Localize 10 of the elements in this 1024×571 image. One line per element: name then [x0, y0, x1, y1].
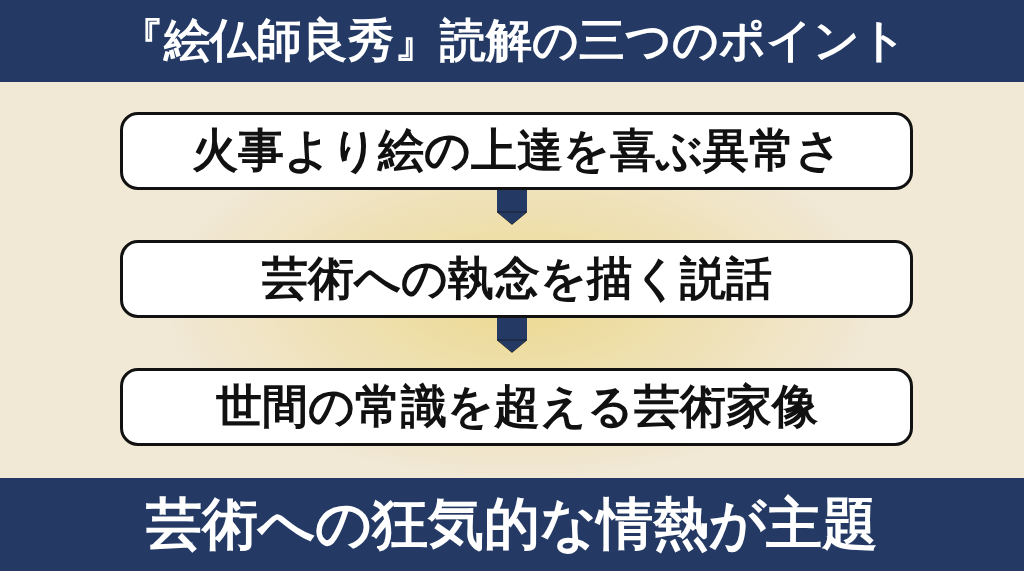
summary-text: 芸術への狂気的な情熱が主題 — [146, 488, 878, 558]
step-text: 芸術への執念を描く説話 — [261, 250, 772, 307]
step-text: 火事より絵の上達を喜ぶ異常さ — [191, 122, 842, 179]
block-arrow — [496, 318, 528, 353]
block-arrow — [496, 190, 528, 225]
title: 『絵仏師良秀』読解の三つのポイント — [117, 12, 907, 69]
step-box — [120, 240, 913, 318]
step-text: 世間の常識を超える芸術家像 — [215, 378, 818, 435]
step-box — [120, 112, 913, 190]
step-box — [120, 368, 913, 446]
